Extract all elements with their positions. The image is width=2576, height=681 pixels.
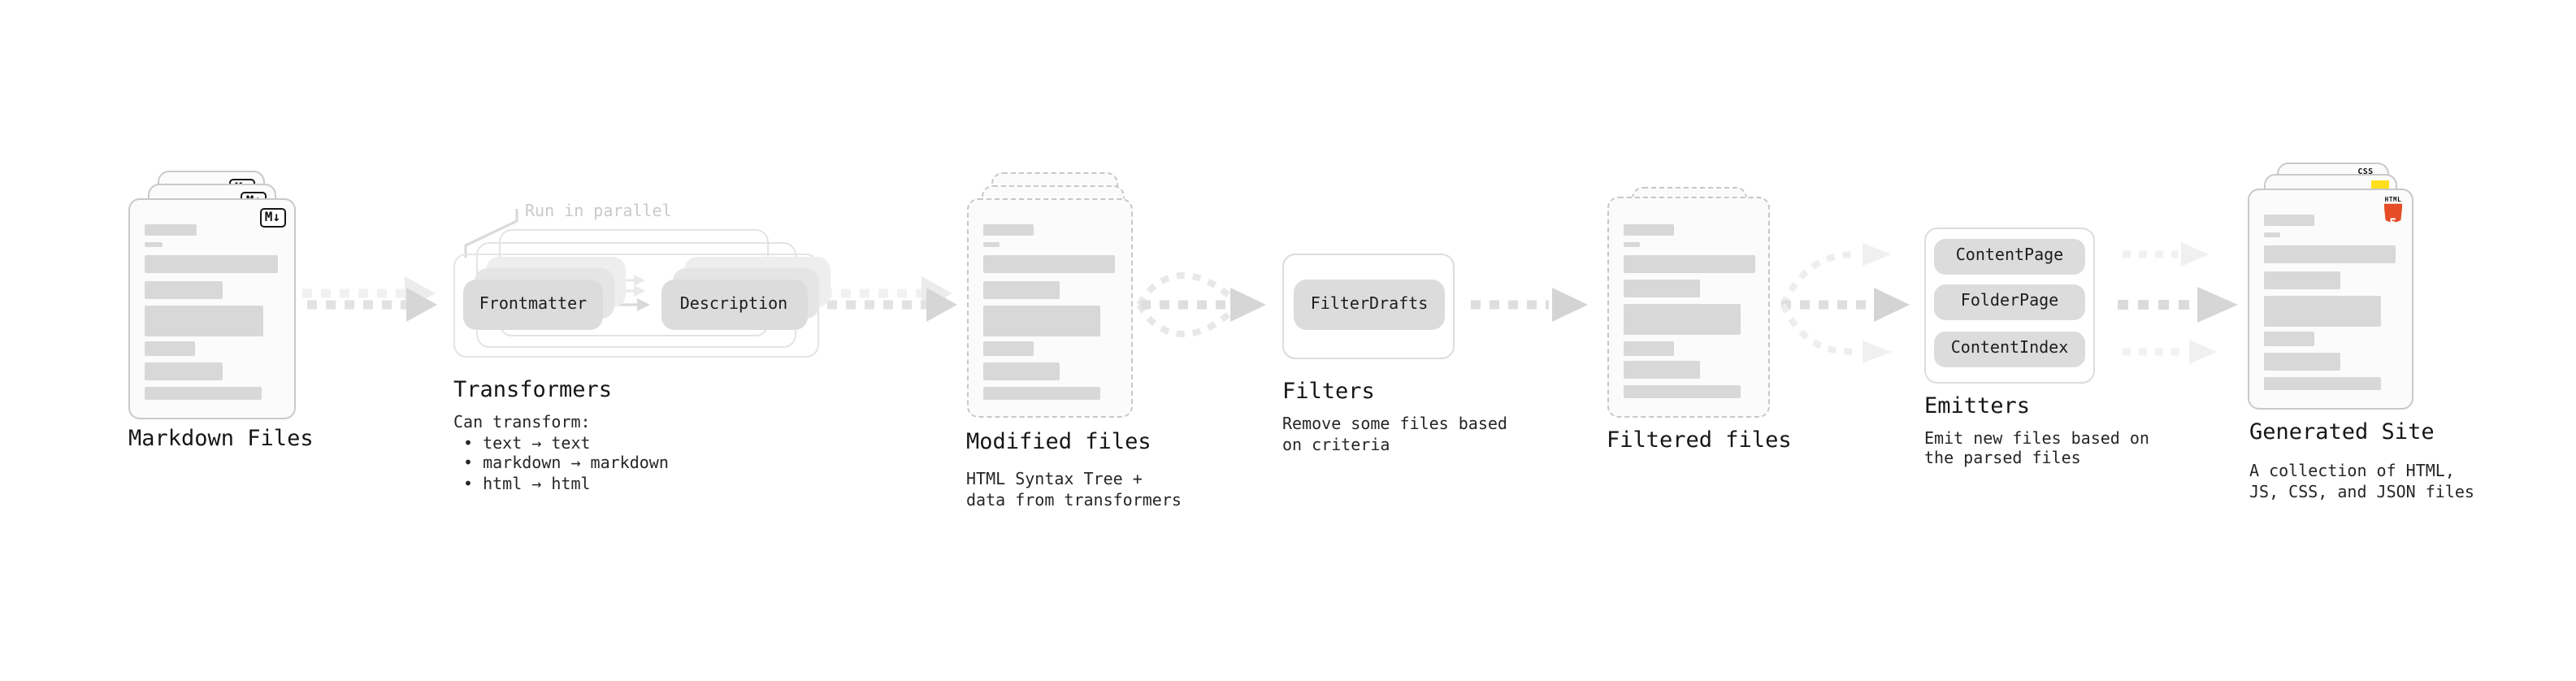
node-modified-files: Modified files HTML Syntax Tree + data f… <box>966 172 1182 510</box>
file-content-placeholder <box>145 199 279 417</box>
placeholder-bar <box>982 255 1115 273</box>
placeholder-bar <box>2263 232 2280 237</box>
node-markdown-files: M↓ M↓ M↓ Markdown Files <box>128 171 340 463</box>
node-emitters: ContentPage FolderPage ContentIndex Emit… <box>1924 227 2149 503</box>
modified-files-label: Modified files <box>966 428 1151 454</box>
placeholder-bar <box>982 362 1060 380</box>
placeholder-bar <box>982 242 1000 247</box>
placeholder-bar <box>145 386 262 399</box>
placeholder-bar <box>982 280 1060 298</box>
node-generated-site: CSS HTML 5 Generated Site <box>2247 162 2474 501</box>
modified-files-details: HTML Syntax Tree + data from transformer… <box>966 471 1182 510</box>
placeholder-bar <box>982 386 1099 399</box>
placeholder-bar <box>145 280 222 298</box>
placeholder-bar <box>2263 332 2314 346</box>
generated-site-label: Generated Site <box>2249 419 2435 445</box>
file-card-html: HTML 5 <box>2247 188 2413 409</box>
transformers-heading: Transformers <box>453 377 613 403</box>
transformer-pill-description: Description <box>661 279 807 329</box>
node-filters: FilterDrafts Filters Remove some files b… <box>1282 254 1507 514</box>
emitters-details: Emit new files based on the parsed files <box>1924 430 2149 468</box>
placeholder-bar <box>2263 295 2381 326</box>
placeholder-bar <box>1623 223 1674 235</box>
placeholder-bar <box>1623 304 1741 335</box>
placeholder-bar <box>145 242 162 247</box>
placeholder-bar <box>1623 254 1755 272</box>
filters-heading: Filters <box>1282 379 1375 405</box>
node-transformers: Run in parallel Frontmatter Description … <box>453 202 852 502</box>
placeholder-bar <box>1623 340 1673 355</box>
placeholder-bar <box>2263 352 2340 370</box>
arrow-emitters-to-generated <box>2118 242 2238 364</box>
placeholder-bar <box>1623 361 1700 379</box>
filtered-files-label: Filtered files <box>1607 427 1792 453</box>
file-content-placeholder <box>982 199 1116 415</box>
generated-site-details: A collection of HTML, JS, CSS, and JSON … <box>2249 463 2474 501</box>
markdown-icon: M↓ <box>259 208 285 228</box>
emitter-pill-folderpage: FolderPage <box>1934 284 2085 319</box>
placeholder-bar <box>145 305 262 336</box>
emitter-pill-contentpage: ContentPage <box>1934 238 2085 274</box>
placeholder-bar <box>145 341 195 356</box>
placeholder-bar <box>2263 245 2396 263</box>
emitter-pill-contentindex: ContentIndex <box>1934 332 2085 367</box>
emitters-heading: Emitters <box>1924 393 2031 419</box>
filters-details: Remove some files based on criteria <box>1282 416 1507 454</box>
file-content-placeholder <box>1623 198 1755 416</box>
placeholder-bar <box>2263 271 2340 288</box>
node-filtered-files: Filtered files <box>1607 187 1818 479</box>
placeholder-bar <box>1623 385 1740 398</box>
filter-pill-filterdrafts: FilterDrafts <box>1294 279 1445 329</box>
file-content-placeholder <box>2263 189 2397 407</box>
placeholder-bar <box>982 305 1100 336</box>
run-in-parallel-note: Run in parallel <box>525 203 672 221</box>
placeholder-bar <box>1623 241 1640 246</box>
placeholder-bar <box>982 341 1033 356</box>
placeholder-bar <box>145 224 196 236</box>
placeholder-bar <box>2263 215 2314 226</box>
file-card <box>966 197 1132 417</box>
file-card <box>1607 197 1770 418</box>
placeholder-bar <box>145 362 222 380</box>
transformer-pill-frontmatter: Frontmatter <box>463 279 603 329</box>
transformers-details: Can transform: • text → text • markdown … <box>453 414 669 493</box>
placeholder-bar <box>2263 376 2380 389</box>
js-icon <box>2371 180 2389 189</box>
html5-icon: HTML 5 <box>2383 195 2403 232</box>
placeholder-bar <box>145 255 277 273</box>
placeholder-bar <box>982 224 1034 236</box>
file-card: M↓ <box>128 197 295 419</box>
placeholder-bar <box>1623 280 1700 297</box>
markdown-files-label: Markdown Files <box>128 426 314 452</box>
